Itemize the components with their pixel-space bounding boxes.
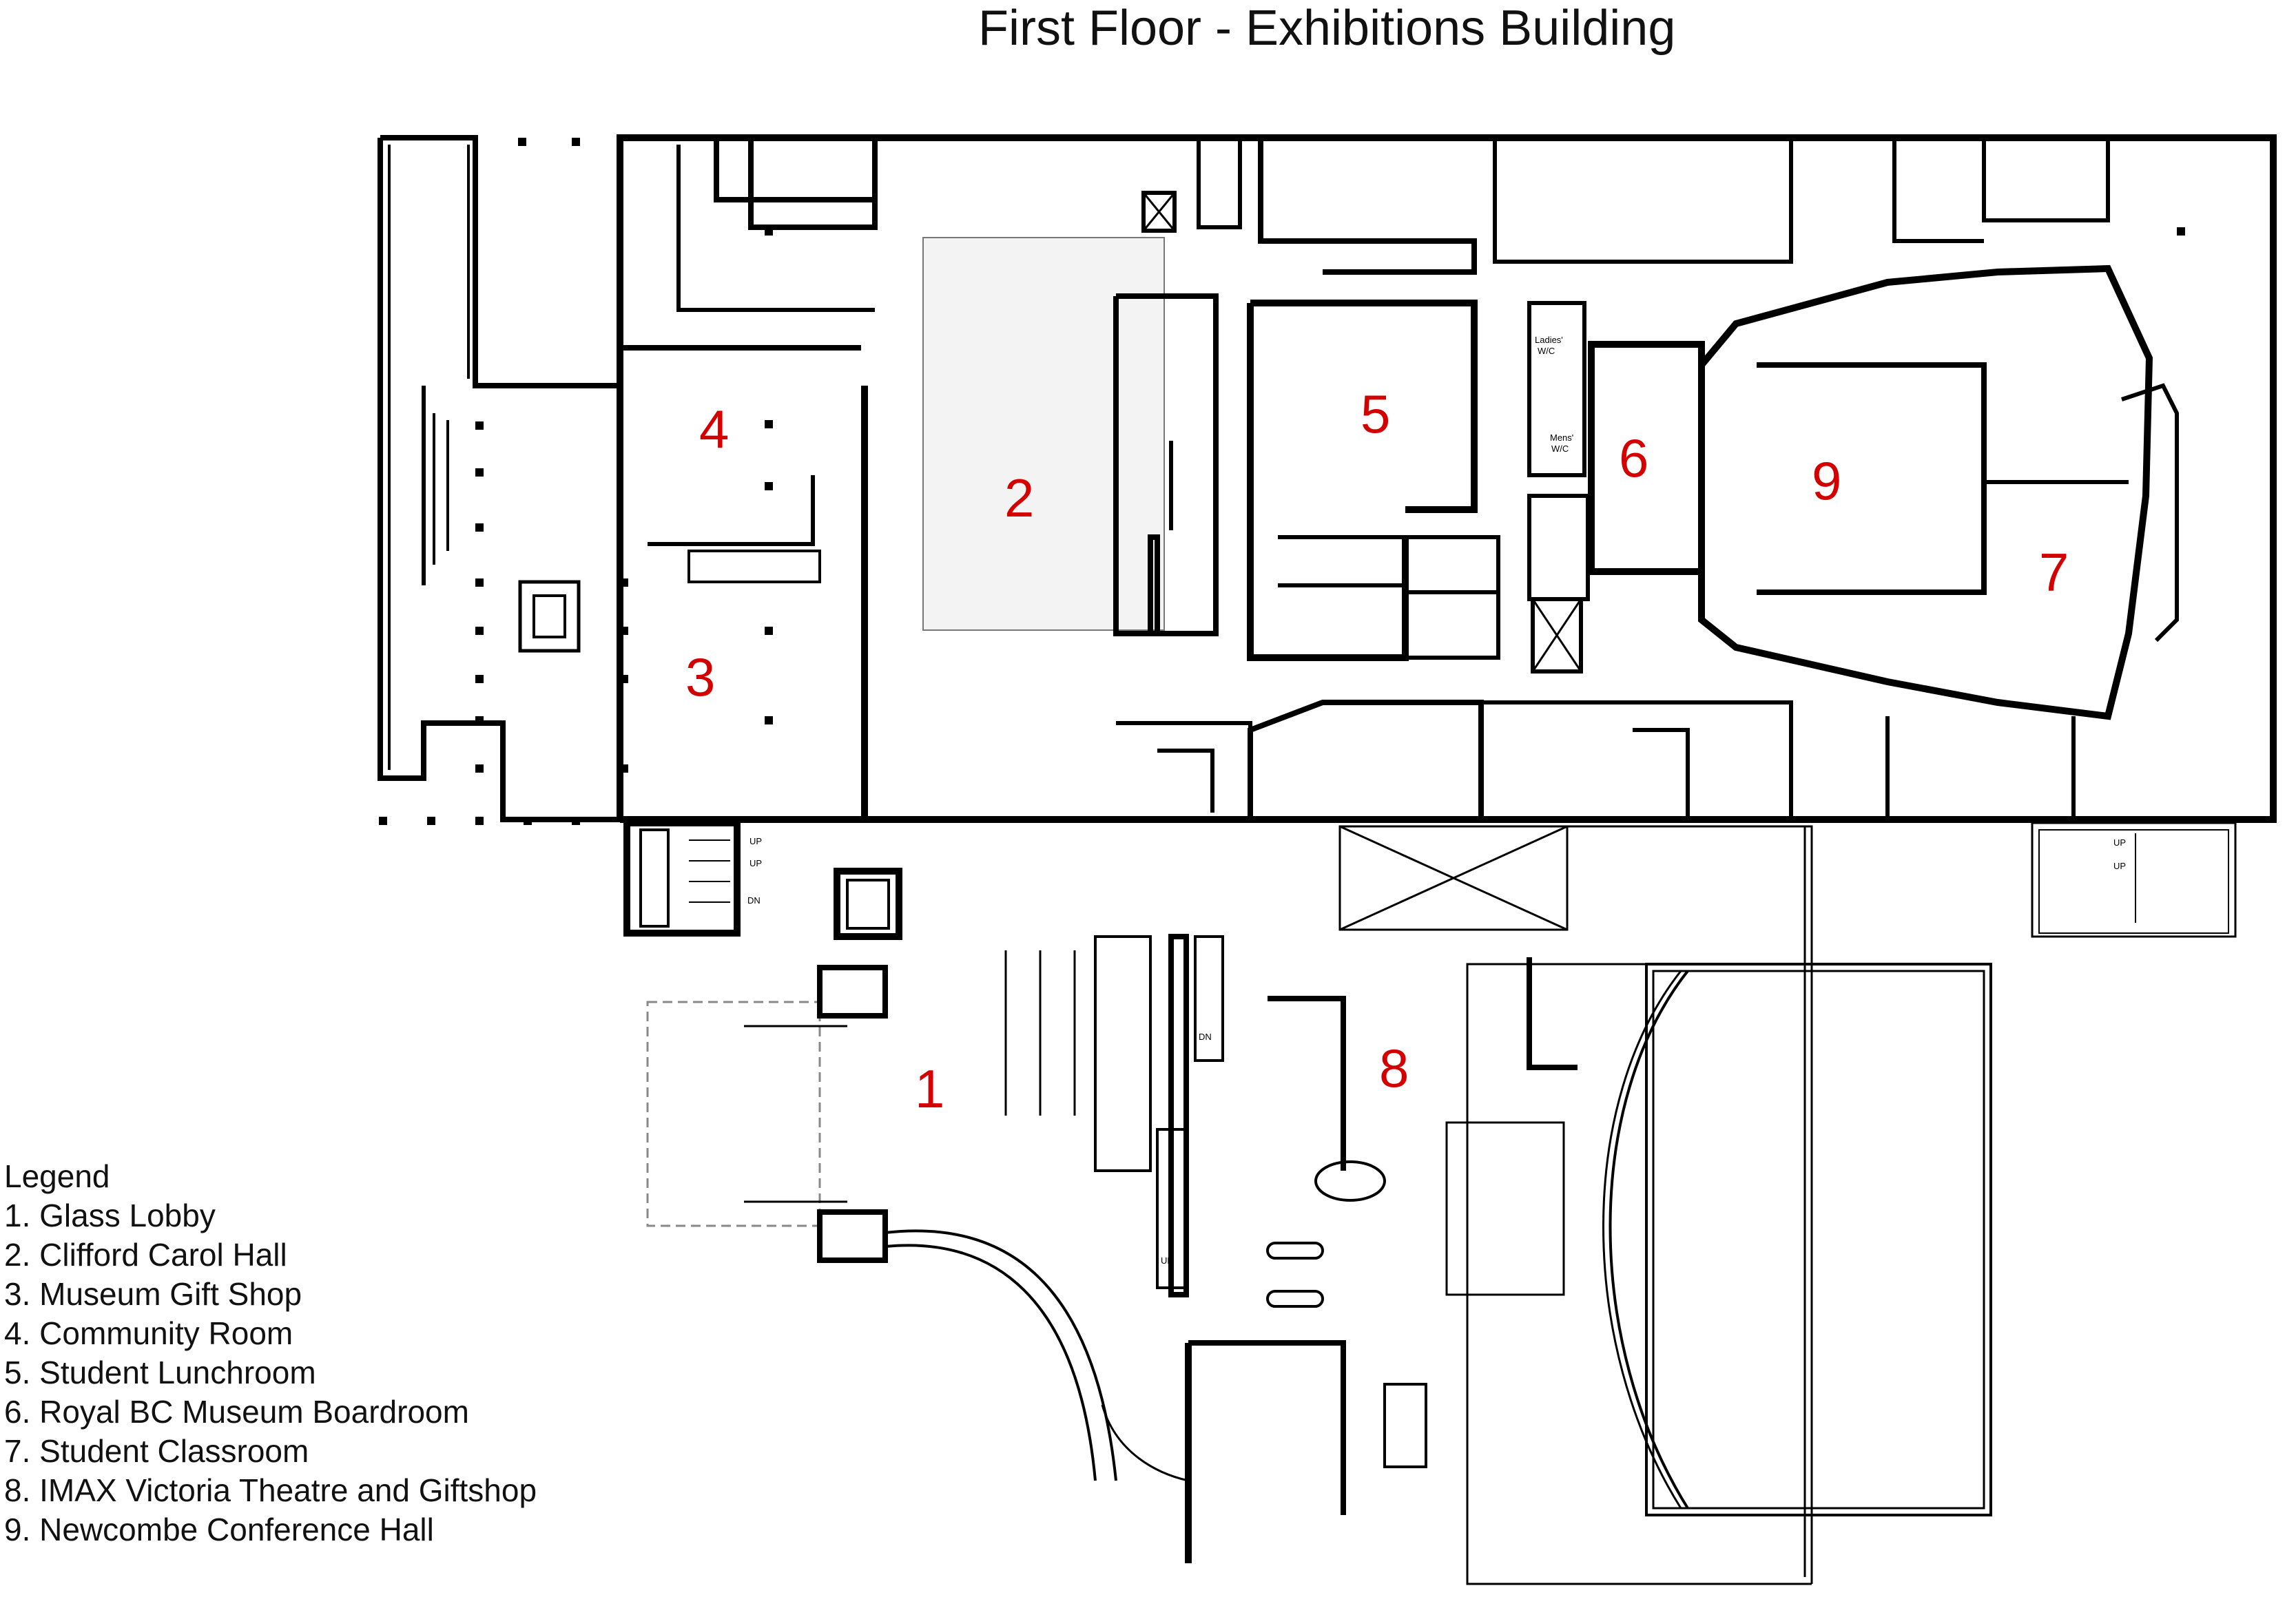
central-circulation [1004,934,1224,1297]
southwest-stair-core [623,820,902,940]
community-room-walls [620,135,878,820]
legend-item: 8. IMAX Victoria Theatre and Giftshop [4,1472,537,1508]
east-stair-up-label-2: UP [2113,861,2126,871]
shop-counter [518,580,581,653]
map-title: First Floor - Exhibitions Building [978,1,1676,56]
glass-lobby [646,965,1189,1482]
boardroom-walls [1527,301,1705,674]
legend-item: 7. Student Classroom [4,1433,309,1469]
room-number-5: 5 [1361,384,1390,444]
conference-hall-walls [1698,264,2153,720]
north-services [748,138,2110,275]
southeast-stair-tower [2031,822,2237,938]
east-stair-up-label-1: UP [2113,837,2126,848]
stair-up-label-2: UP [749,858,762,868]
room-number-9: 9 [1812,450,1841,511]
escalator-down-label: DN [1199,1032,1212,1042]
ladies-wc-label-2: W/C [1538,346,1555,356]
conference-hall-partitions [1757,362,2179,643]
room-number-6: 6 [1619,428,1648,488]
room-number-3: 3 [685,647,715,707]
legend-item: 2. Clifford Carol Hall [4,1237,287,1273]
clifford-carol-hall-floor [922,237,1165,631]
legend-item: 9. Newcombe Conference Hall [4,1512,434,1547]
legend-item: 4. Community Room [4,1315,293,1351]
room-number-4: 4 [699,399,729,459]
legend-item: 3. Museum Gift Shop [4,1276,302,1312]
room-number-1: 1 [915,1058,944,1119]
room-number-2: 2 [1004,468,1034,528]
legend-heading: Legend [4,1158,110,1194]
room-number-7: 7 [2039,542,2069,603]
mens-wc-label: Mens' [1550,432,1573,443]
stair-down-label: DN [747,895,761,906]
legend-item: 6. Royal BC Museum Boardroom [4,1394,469,1430]
hall-2-walls [1113,136,1242,636]
escalator-up-label: UP [1161,1255,1173,1266]
imax-theatre [1185,825,1992,1585]
mens-wc-label-2: W/C [1551,443,1569,454]
stair-up-label-1: UP [749,836,762,846]
building-outline [378,134,2277,823]
legend: Legend 1. Glass Lobby 2. Clifford Carol … [4,1157,537,1549]
south-services [1116,700,2076,820]
legend-item: 5. Student Lunchroom [4,1355,316,1390]
columns [379,138,2185,825]
lunchroom-walls [1247,300,1500,661]
ladies-wc-label: Ladies' [1535,335,1563,345]
room-number-8: 8 [1379,1038,1409,1098]
legend-item: 1. Glass Lobby [4,1198,216,1233]
